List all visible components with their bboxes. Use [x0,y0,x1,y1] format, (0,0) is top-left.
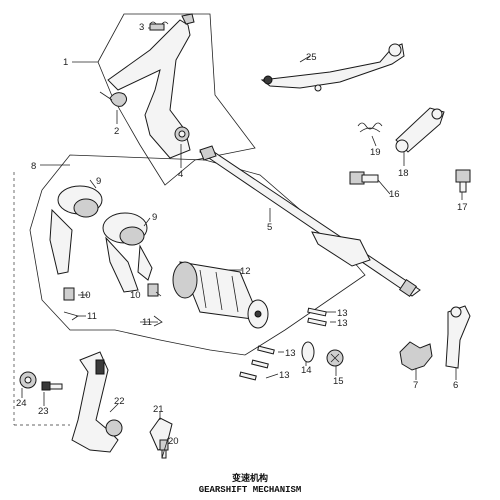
title-chinese: 变速机构 [232,472,268,484]
label-9a: 9 [96,176,101,187]
label-11b: 11 [142,317,152,328]
label-13a: 13 [337,308,348,319]
label-10b: 10 [130,290,141,301]
label-3: 3 [139,22,144,33]
pins-13 [239,307,327,381]
label-15: 15 [333,376,344,387]
clip-11a [63,311,79,321]
label-10a: 10 [80,290,91,301]
label-17: 17 [457,202,468,213]
shift-arm-assembly [107,13,195,159]
shift-drum [172,261,269,329]
shift-pedal [260,43,405,92]
label-8: 8 [31,161,36,172]
title-english: GEARSHIFT MECHANISM [199,485,302,495]
spring-part-3 [149,21,169,31]
guide-pin-10b [147,283,159,297]
screw-15 [326,349,344,367]
label-20: 20 [168,436,179,447]
label-5: 5 [267,222,272,233]
label-2: 2 [114,126,119,137]
star-cam-7 [399,341,433,371]
label-14: 14 [301,365,312,376]
label-13d: 13 [279,370,290,381]
label-16: 16 [389,189,400,200]
spring-part-19 [357,122,383,133]
label-24: 24 [16,398,27,409]
bolt-part-16 [349,171,379,185]
washer-24 [19,371,37,389]
guide-pin-10a [63,287,75,301]
shift-shaft [199,145,421,298]
label-11a: 11 [87,311,97,322]
plate-14 [301,341,315,363]
label-1: 1 [63,57,68,68]
label-25: 25 [306,52,317,63]
label-7: 7 [413,380,418,391]
stopper-lever [395,107,445,153]
label-21: 21 [153,404,164,415]
leader-lines [21,27,463,459]
bolt-part-17 [455,169,471,193]
label-4: 4 [178,169,183,180]
label-23: 23 [38,406,49,417]
label-22: 22 [114,396,125,407]
spring-part-2 [99,91,128,107]
label-18: 18 [398,168,409,179]
bolt-23 [41,381,63,391]
label-13b: 13 [337,318,348,329]
label-6: 6 [453,380,458,391]
label-13c: 13 [285,348,296,359]
shift-lever-6 [445,305,471,369]
shift-fork-2 [102,212,153,293]
neutral-switch-22 [71,351,123,453]
group-outline-1 [97,13,256,186]
shift-fork-1 [49,185,103,275]
label-19: 19 [370,147,381,158]
label-12: 12 [240,266,251,277]
label-9b: 9 [152,212,157,223]
group-outline-8 [29,154,366,356]
clip-11b [153,315,163,327]
